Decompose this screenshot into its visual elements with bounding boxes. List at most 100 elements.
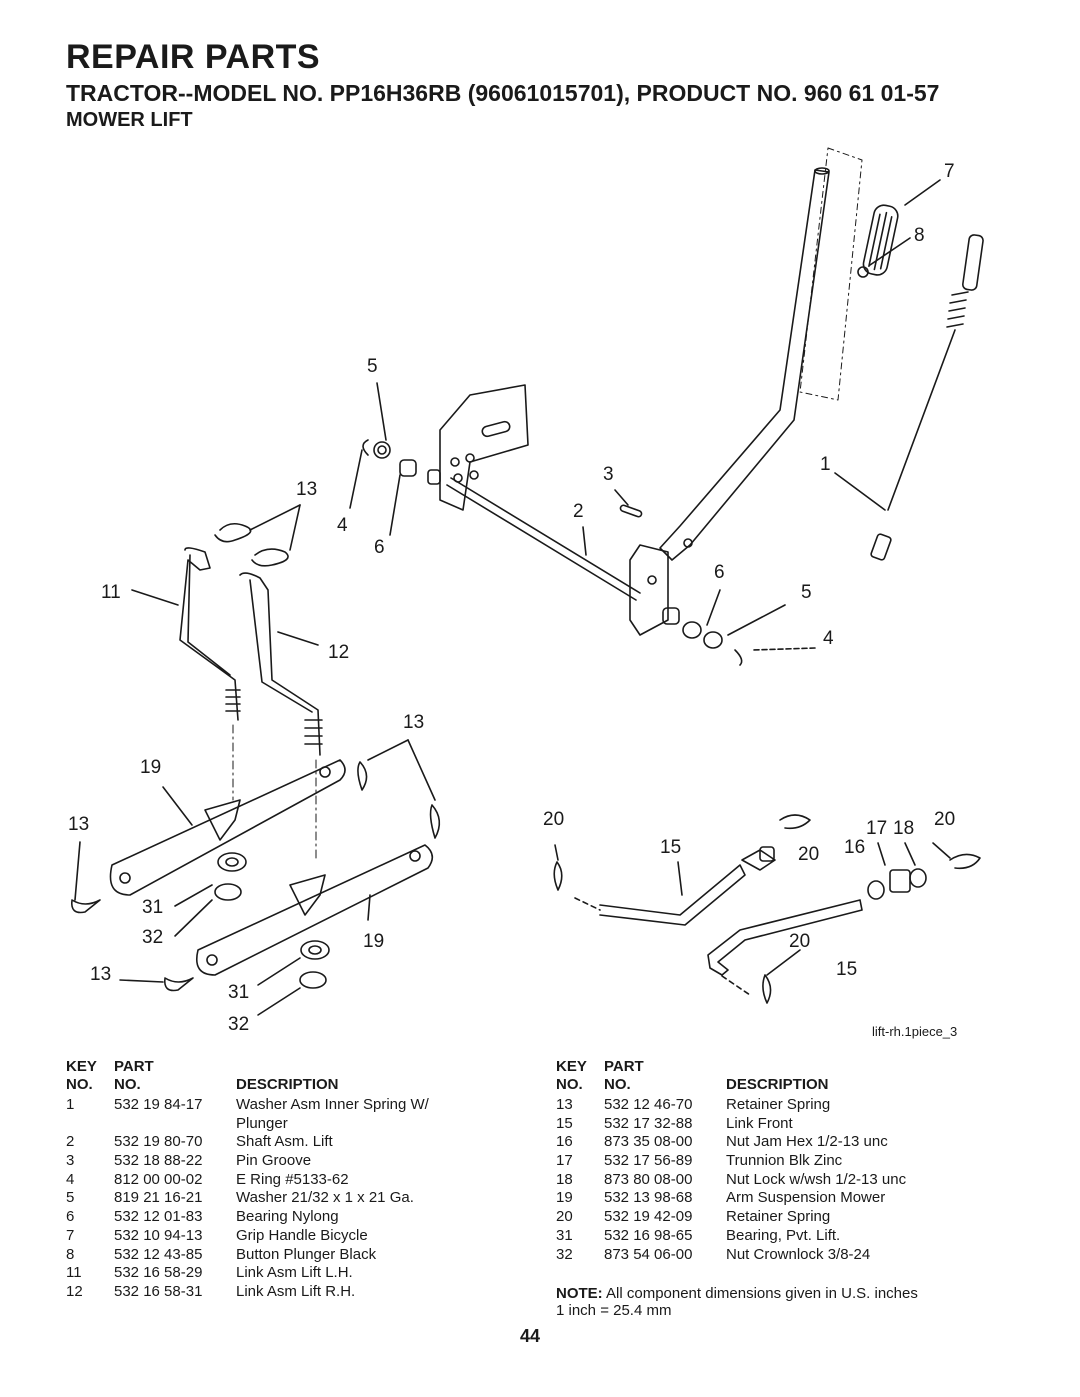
- callout: 18: [893, 818, 914, 839]
- part-key: 6: [66, 1208, 75, 1226]
- callout: 32: [142, 927, 163, 948]
- note-conversion: 1 inch = 25.4 mm: [556, 1302, 672, 1319]
- note-text: All component dimensions given in U.S. i…: [606, 1285, 918, 1302]
- part-number: 532 17 32-88: [604, 1114, 693, 1132]
- part-number: 812 00 00-02: [114, 1170, 203, 1188]
- callout: 20: [798, 844, 819, 865]
- part-key: 11: [66, 1264, 82, 1282]
- link-lh: [179, 547, 239, 721]
- lift-shaft: [446, 477, 641, 601]
- note-label: NOTE:: [556, 1285, 603, 1302]
- header-key-no: NO.: [556, 1076, 583, 1093]
- table-row: 12 532 16 58-31 Link Asm Lift R.H.: [66, 1283, 526, 1302]
- callout: 2: [573, 501, 584, 522]
- callout: 13: [68, 814, 89, 835]
- header-key-no: NO.: [66, 1076, 93, 1093]
- part-key: 16: [556, 1133, 573, 1151]
- part-description: Nut Crownlock 3/8-24: [726, 1245, 871, 1263]
- callout: 13: [296, 479, 317, 500]
- table-row: 31 532 16 98-65 Bearing, Pvt. Lift.: [556, 1227, 1016, 1246]
- part-description: Washer 21/32 x 1 x 21 Ga.: [236, 1189, 414, 1207]
- callout: 31: [228, 982, 249, 1003]
- part-description: Link Asm Lift L.H.: [236, 1264, 353, 1282]
- part-key: 18: [556, 1170, 573, 1188]
- callout: 8: [914, 225, 925, 246]
- part-number: 873 80 08-00: [604, 1170, 693, 1188]
- part-number: 532 16 98-65: [604, 1226, 693, 1244]
- part-description: Bearing Nylong: [236, 1208, 339, 1226]
- part-description: Retainer Spring: [726, 1096, 831, 1113]
- callout: 20: [934, 809, 955, 830]
- page-title: REPAIR PARTS: [66, 38, 321, 76]
- part-description: Trunnion Blk Zinc: [726, 1152, 843, 1170]
- callout: 5: [801, 582, 812, 603]
- part-number: 532 16 58-31: [114, 1282, 203, 1300]
- parts-table-left: KEY NO. PART NO. DESCRIPTION 1 532 19 84-…: [66, 1058, 526, 1302]
- table-row: 16 873 35 08-00 Nut Jam Hex 1/2-13 unc: [556, 1133, 1016, 1152]
- callout: 15: [836, 959, 857, 980]
- part-number: 532 19 84-17: [114, 1096, 203, 1113]
- part-description: E Ring #5133-62: [236, 1170, 349, 1188]
- header-description: DESCRIPTION: [726, 1076, 829, 1093]
- part-key: 2: [66, 1133, 75, 1151]
- part-description: Nut Jam Hex 1/2-13 unc: [726, 1133, 888, 1151]
- callout: 19: [363, 931, 384, 952]
- link-front-upper: [599, 864, 746, 926]
- part-description: Arm Suspension Mower: [726, 1189, 886, 1207]
- callout: 31: [142, 897, 163, 918]
- callout: 12: [328, 642, 349, 663]
- part-description: Link Asm Lift R.H.: [236, 1282, 356, 1300]
- part-number: 532 10 94-13: [114, 1226, 203, 1244]
- table-row: Plunger: [66, 1115, 526, 1134]
- part-number: 532 19 42-09: [604, 1208, 693, 1226]
- part-description: Link Front: [726, 1114, 793, 1132]
- callout: 11: [101, 582, 121, 603]
- callout: 4: [823, 628, 834, 649]
- part-number: 819 21 16-21: [114, 1189, 203, 1207]
- section-title: MOWER LIFT: [66, 109, 193, 131]
- callout: 20: [543, 809, 564, 830]
- exploded-parts-diagram: 1 2 3 4 4 5 5 6 6 7 8 11 12 13 13 13 13 …: [68, 147, 984, 1039]
- part-description: Pin Groove: [236, 1152, 312, 1170]
- header-key: KEY: [556, 1058, 587, 1075]
- part-description: Shaft Asm. Lift: [236, 1133, 333, 1151]
- callout: 5: [367, 356, 378, 377]
- drawing-file-label: lift-rh.1piece_3: [872, 1024, 957, 1039]
- link-front-lower: [707, 899, 863, 976]
- header-part-no: NO.: [604, 1076, 631, 1093]
- callout: 13: [90, 964, 111, 985]
- part-number: 532 17 56-89: [604, 1152, 693, 1170]
- part-key: 12: [66, 1282, 83, 1300]
- table-header: KEY NO. PART NO. DESCRIPTION: [556, 1058, 1016, 1096]
- part-key: 17: [556, 1152, 573, 1170]
- part-key: 20: [556, 1208, 573, 1226]
- part-key: 7: [66, 1226, 75, 1244]
- part-key: 31: [556, 1226, 573, 1244]
- part-number: 873 35 08-00: [604, 1133, 693, 1151]
- table-row: 6 532 12 01-83 Bearing Nylong: [66, 1208, 526, 1227]
- part-description: Bearing, Pvt. Lift.: [726, 1226, 841, 1244]
- part-description: Plunger: [236, 1114, 288, 1132]
- table-header: KEY NO. PART NO. DESCRIPTION: [66, 1058, 526, 1096]
- table-row: 1 532 19 84-17 Washer Asm Inner Spring W/: [66, 1096, 526, 1115]
- callout: 15: [660, 837, 681, 858]
- part-description: Washer Asm Inner Spring W/: [236, 1096, 429, 1113]
- part-key: 3: [66, 1152, 75, 1170]
- callout: 19: [140, 757, 161, 778]
- part-number: 532 12 01-83: [114, 1208, 203, 1226]
- header-description: DESCRIPTION: [236, 1076, 339, 1093]
- part-key: 1: [66, 1096, 75, 1113]
- header-key: KEY: [66, 1058, 97, 1075]
- part-key: 19: [556, 1189, 573, 1207]
- callout: 13: [403, 712, 424, 733]
